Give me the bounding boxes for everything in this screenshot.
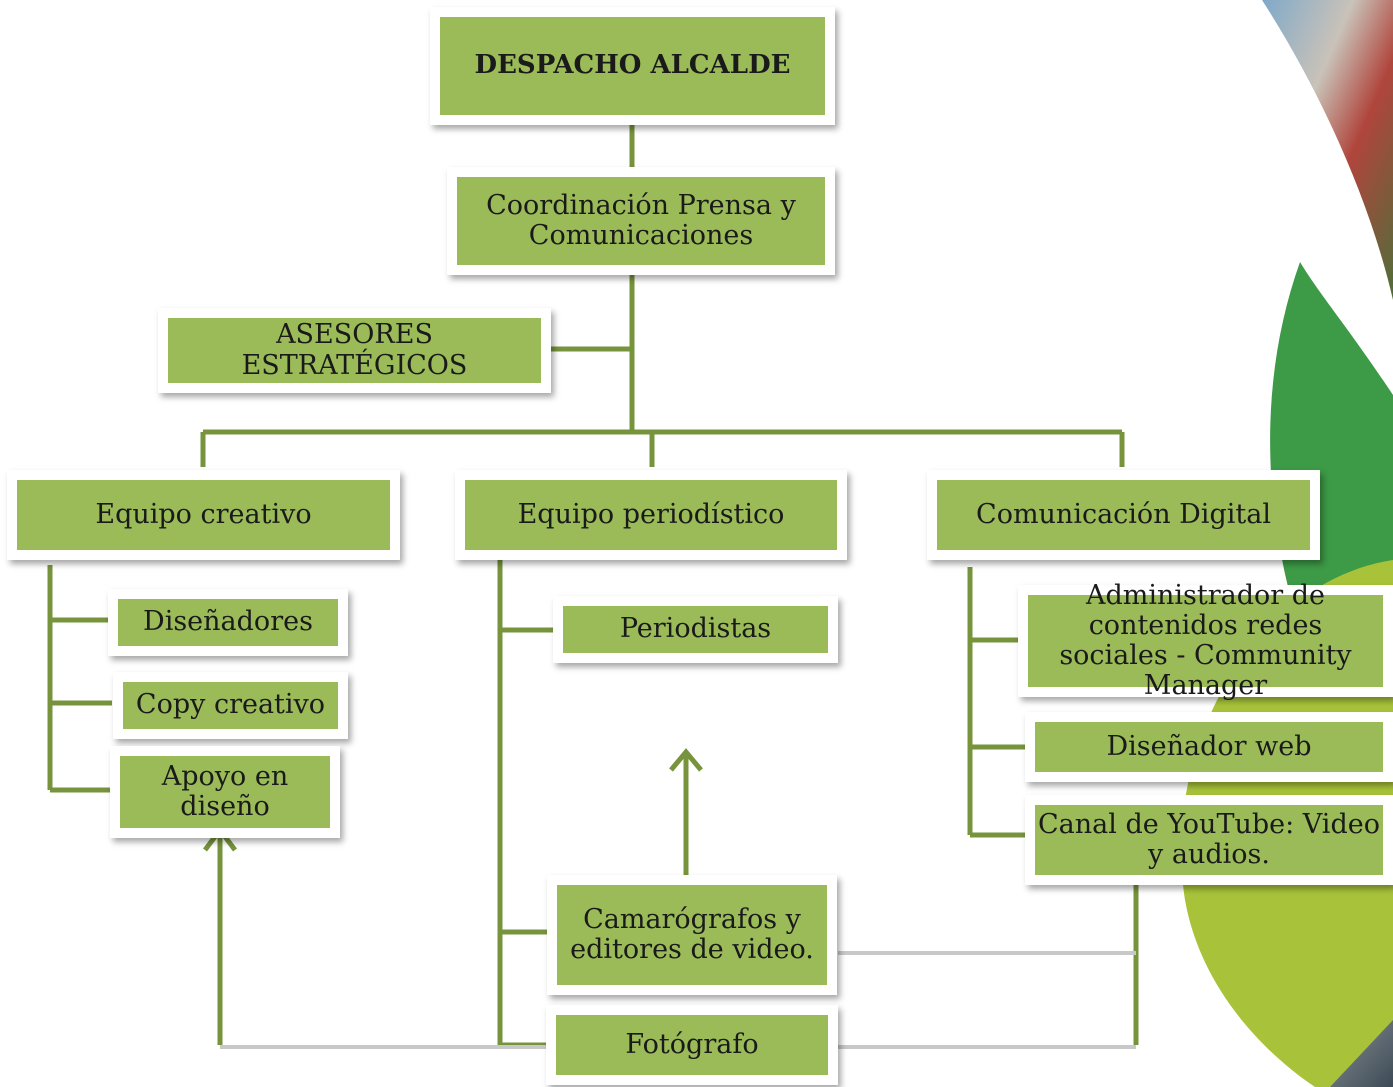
box-community-manager: Administrador de contenidos redes social… [1018,580,1393,701]
equipo-creativo-label: Equipo creativo [95,498,312,530]
comunicacion-digital-label: Comunicación Digital [976,498,1271,530]
arrow-camaro-to-periodistas-head [669,748,703,772]
canal-youtube-label: Canal de YouTube: Video y audios. [1038,808,1380,870]
box-disenadores: Diseñadores [108,589,348,656]
copy-creativo-label: Copy creativo [135,689,326,721]
box-asesores-estrategicos: ASESORES ESTRATÉGICOS [158,308,551,393]
box-camarografos: Camarógrafos y editores de video. [547,875,837,995]
equipo-periodistico-label: Equipo periodístico [517,498,785,530]
box-apoyo-diseno: Apoyo en diseño [110,746,340,838]
box-disenador-web: Diseñador web [1025,712,1393,782]
box-equipo-creativo: Equipo creativo [7,470,400,560]
photo-corner-image [1262,0,1393,300]
box-canal-youtube: Canal de YouTube: Video y audios. [1025,795,1393,885]
community-manager-label: Administrador de contenidos redes social… [1059,579,1352,702]
box-periodistas: Periodistas [553,596,838,663]
box-despacho-alcalde: DESPACHO ALCALDE [430,7,835,125]
box-fotografo: Fotógrafo [546,1005,838,1085]
camarografos-label: Camarógrafos y editores de video. [570,903,814,965]
box-comunicacion-digital: Comunicación Digital [927,470,1320,560]
box-equipo-periodistico: Equipo periodístico [455,470,847,560]
box-copy-creativo: Copy creativo [113,672,348,739]
coordinacion-label: Coordinación Prensa y Comunicaciones [486,189,796,251]
periodistas-label: Periodistas [619,613,772,645]
disenador-web-label: Diseñador web [1106,730,1312,762]
asesores-label: ASESORES ESTRATÉGICOS [241,319,468,381]
fotografo-label: Fotógrafo [625,1028,759,1060]
disenadores-label: Diseñadores [143,606,313,638]
bottom-photo-corner [1330,1020,1393,1087]
apoyo-diseno-label: Apoyo en diseño [161,760,289,822]
despacho-alcalde-label: DESPACHO ALCALDE [474,50,791,81]
box-coordinacion-prensa: Coordinación Prensa y Comunicaciones [447,167,835,275]
